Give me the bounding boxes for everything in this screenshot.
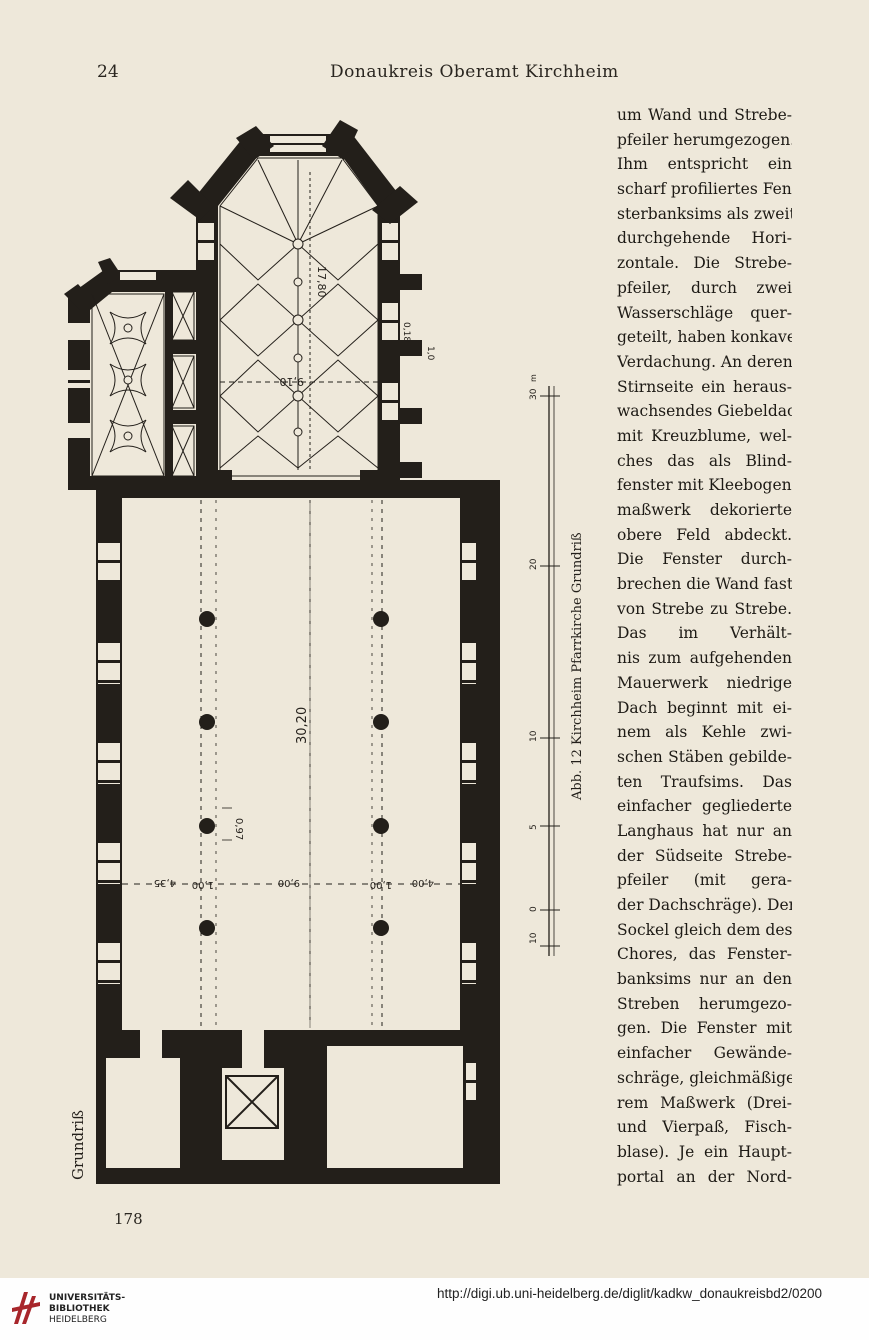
- text-line: durchgehende Hori-: [617, 229, 792, 248]
- text-line: sterbanksims als zweite: [617, 204, 792, 223]
- scale-label-30: 30: [529, 388, 539, 400]
- scale-label-0: 0: [529, 906, 539, 912]
- text-line: von Strebe zu Strebe.: [617, 599, 792, 618]
- dim-nave-length: 30,20: [295, 707, 310, 744]
- sacristy-vault: [91, 291, 195, 477]
- text-line: blase). Je ein Haupt-: [617, 1142, 792, 1161]
- text-line: und Vierpaß, Fisch-: [617, 1118, 792, 1137]
- text-line: banksims nur an den: [617, 970, 792, 989]
- dim-span-right-pillar: 1,00: [370, 879, 392, 890]
- text-line: maßwerk dekorierte: [617, 501, 792, 519]
- nave-pillars: [122, 500, 460, 1028]
- floor-plan-figure: 17,80 9,10 0,18 1,0 30,20 0,97 4,35 1,00…: [64, 120, 585, 1184]
- library-logo-icon: [12, 1292, 40, 1324]
- dim-choir-length: 17,80: [315, 266, 328, 298]
- text-line: pfeiler (mit gera-: [617, 871, 792, 890]
- text-line: der Dachschräge). Der: [617, 896, 792, 914]
- sacristy-walls: [64, 258, 198, 490]
- text-line: um Wand und Strebe-: [617, 106, 792, 124]
- text-line: ten Traufsims. Das: [617, 772, 792, 791]
- text-line: Chores, das Fenster-: [617, 945, 792, 964]
- dim-choir-width: 9,10: [280, 375, 305, 388]
- library-name-line2: BIBLIOTHEK: [49, 1304, 110, 1314]
- text-line: Wasserschläge quer-: [617, 303, 792, 322]
- scale-label-10b: 10: [529, 730, 539, 742]
- nave-walls: [96, 480, 500, 1184]
- text-line: schen Stäben gebilde-: [617, 747, 792, 766]
- text-line: portal an der Nord-: [617, 1167, 792, 1186]
- text-line: scharf profiliertes Fen-: [617, 180, 792, 199]
- running-head: Donaukreis Oberamt Kirchheim: [330, 62, 619, 82]
- choir-vault: [219, 157, 379, 477]
- dim-buttress-depth: 1,0: [425, 346, 435, 361]
- library-footer-bar: UNIVERSITÄTS- BIBLIOTHEK HEIDELBERG http…: [0, 1278, 869, 1340]
- dim-span-right-wall: 4,00: [412, 877, 434, 888]
- text-line: Die Fenster durch-: [617, 550, 792, 569]
- text-line: Verdachung. An deren: [617, 352, 792, 371]
- text-line: Sockel gleich dem des: [617, 920, 792, 939]
- text-line: gen. Die Fenster mit: [617, 1019, 792, 1038]
- dim-pillar-size: 0,97: [233, 818, 244, 840]
- side-label: Grundriß: [69, 1110, 87, 1180]
- scale-label-20: 20: [529, 558, 539, 570]
- library-name-line3: HEIDELBERG: [49, 1315, 107, 1325]
- text-line: einfacher gegliederte: [617, 797, 792, 816]
- dim-span-left-pillar: 1,00: [192, 879, 214, 890]
- footer-page-number: 178: [114, 1210, 143, 1228]
- scale-bar: [540, 386, 560, 956]
- library-name-line1: UNIVERSITÄTS-: [49, 1293, 126, 1303]
- scale-label-5: 5: [529, 824, 539, 830]
- text-line: nem als Kehle zwi-: [617, 723, 792, 742]
- scanned-page: 24 Donaukreis Oberamt Kirchheim: [0, 0, 869, 1278]
- text-line: ches das als Blind-: [617, 451, 792, 470]
- text-line: brechen die Wand fast: [617, 575, 792, 594]
- text-line: rem Maßwerk (Drei-: [617, 1093, 792, 1112]
- dim-buttress-small: 0,18: [401, 322, 411, 342]
- library-name: UNIVERSITÄTS- BIBLIOTHEK HEIDELBERG: [49, 1293, 125, 1326]
- scale-unit: m: [529, 374, 538, 382]
- text-line: Langhaus hat nur an: [617, 821, 792, 840]
- text-line: fenster mit Kleebogen-: [617, 476, 792, 495]
- page-number: 24: [97, 62, 119, 82]
- text-line: schräge, gleichmäßige-: [617, 1068, 792, 1087]
- text-line: Mauerwerk niedrige: [617, 673, 792, 692]
- choir-walls: [170, 120, 422, 498]
- text-line: der Südseite Strebe-: [617, 846, 792, 865]
- text-line: Ihm entspricht ein: [617, 155, 792, 174]
- scale-label-10a: 10: [529, 932, 539, 944]
- text-line: nis zum aufgehenden: [617, 649, 792, 668]
- dim-span-center: 9,00: [278, 877, 300, 888]
- dim-span-left-wall: 4,35: [154, 877, 176, 888]
- text-line: pfeiler, durch zwei: [617, 278, 792, 297]
- text-line: geteilt, haben konkave: [617, 328, 792, 347]
- tower-base: [225, 1075, 279, 1129]
- text-line: Streben herumgezo-: [617, 994, 792, 1013]
- text-line: pfeiler herumgezogen.: [617, 130, 792, 149]
- text-line: Dach beginnt mit ei-: [617, 698, 792, 717]
- text-line: Stirnseite ein heraus-: [617, 377, 792, 396]
- text-line: obere Feld abdeckt.: [617, 525, 792, 544]
- figure-caption: Abb. 12 Kirchheim Pfarrkirche Grundriß: [570, 532, 585, 801]
- body-text-column: um Wand und Strebe-pfeiler herumgezogen.…: [617, 103, 792, 1189]
- source-url-link[interactable]: http://digi.ub.uni-heidelberg.de/diglit/…: [437, 1286, 823, 1301]
- text-line: wachsendes Giebeldach: [617, 402, 792, 421]
- text-line: Das im Verhält-: [617, 624, 792, 643]
- text-line: zontale. Die Strebe-: [617, 254, 792, 273]
- text-line: mit Kreuzblume, wel-: [617, 426, 792, 445]
- text-line: einfacher Gewände-: [617, 1044, 792, 1063]
